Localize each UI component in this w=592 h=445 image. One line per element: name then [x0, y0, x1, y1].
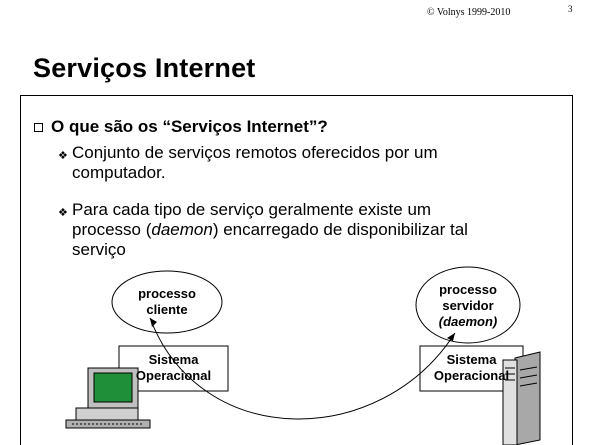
- page-number: 3: [568, 4, 573, 14]
- sub-bullet-1-line-2: computador.: [72, 163, 166, 182]
- connection-curve: [149, 317, 456, 420]
- sub-bullet-2-line-1: Para cada tipo de serviço geralmente exi…: [72, 200, 432, 219]
- server-os-label: Sistema Operacional: [420, 352, 523, 384]
- copyright-text: © Volnys 1999-2010: [427, 7, 511, 18]
- server-os-line-1: Sistema: [446, 352, 497, 367]
- sub-bullet-1-line-1: Conjunto de serviços remotos oferecidos …: [72, 143, 438, 162]
- server-os-line-2: Operacional: [433, 368, 510, 383]
- diamond-bullet-icon: ❖: [58, 150, 68, 162]
- main-bullet: O que são os “Serviços Internet”?: [34, 117, 328, 137]
- arrowhead-client: [150, 318, 157, 327]
- client-process-line-2: cliente: [146, 302, 188, 317]
- diamond-bullet-icon: ❖: [58, 207, 68, 219]
- sub-bullet-2-line-3: serviço: [72, 240, 126, 259]
- right-border: [572, 95, 573, 445]
- sub-bullet-1: ❖ Conjunto de serviços remotos oferecido…: [58, 143, 572, 183]
- square-bullet-icon: [34, 122, 43, 132]
- client-os-line-1: Sistema: [148, 352, 199, 367]
- sub-bullet-2-line-2-pre: processo (: [72, 220, 152, 239]
- page-title: Serviços Internet: [33, 53, 256, 83]
- server-process-label: processo servidor (daemon): [423, 282, 513, 330]
- server-process-line-3: (daemon): [438, 314, 498, 329]
- server-tower-icon: [502, 351, 541, 445]
- server-process-line-1: processo: [439, 282, 497, 297]
- client-os-line-2: Operacional: [135, 368, 212, 383]
- sub-bullet-2: ❖ Para cada tipo de serviço geralmente e…: [58, 200, 572, 260]
- server-process-ellipse: [415, 266, 521, 344]
- main-bullet-text: O que são os “Serviços Internet”?: [51, 117, 328, 136]
- computer-icon: [65, 367, 151, 429]
- arrowhead-server: [447, 333, 455, 341]
- client-process-label: processo cliente: [122, 286, 212, 318]
- title-divider: [20, 95, 572, 96]
- sub-bullet-2-line-2-post: ) encarregado de disponibilizar tal: [212, 220, 468, 239]
- server-process-line-2: servidor: [442, 298, 494, 313]
- sub-bullet-2-line-2: processo (daemon) encarregado de disponi…: [72, 220, 572, 240]
- client-process-ellipse: [111, 270, 223, 334]
- client-process-line-1: processo: [138, 286, 196, 301]
- daemon-term: daemon: [151, 220, 213, 239]
- client-os-label: Sistema Operacional: [119, 352, 228, 384]
- left-border: [20, 95, 21, 445]
